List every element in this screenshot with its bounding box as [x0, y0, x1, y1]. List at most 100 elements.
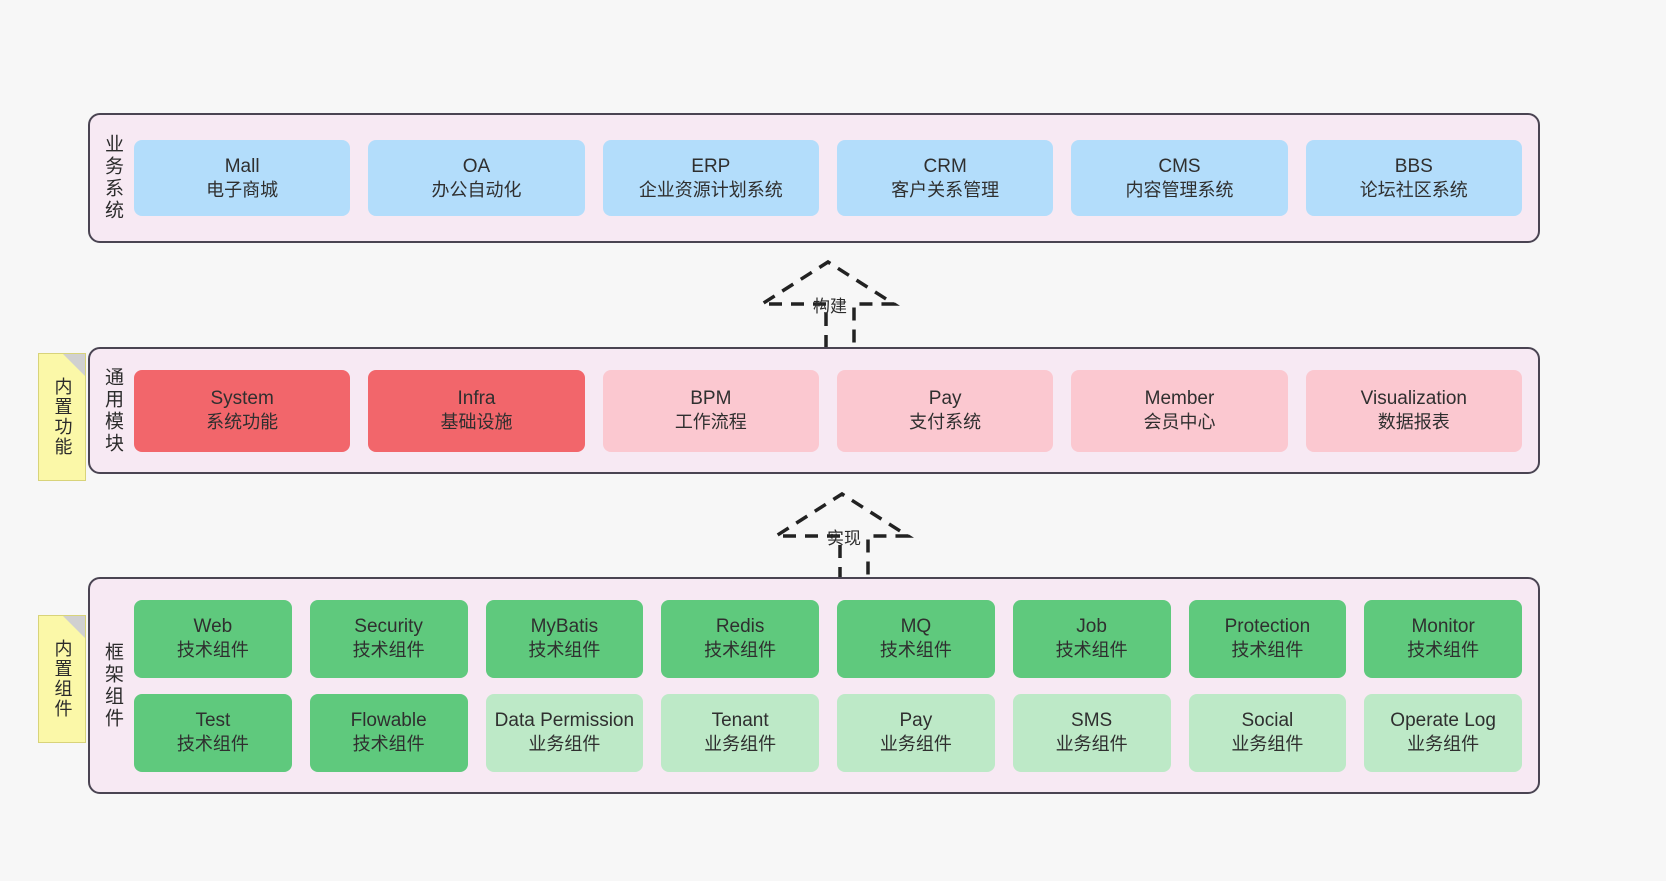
card-subtitle: 技术组件 [704, 640, 777, 661]
card-title: Mall [224, 155, 260, 177]
connector-build-label: 构建 [813, 297, 847, 316]
card-subtitle: 技术组件 [1231, 640, 1304, 661]
card-subtitle: 业务组件 [1407, 734, 1480, 755]
layer-row: System 系统功能 Infra 基础设施 BPM 工作流程 Pay 支付系统… [134, 369, 1522, 452]
card-title: CMS [1158, 155, 1201, 177]
note-builtin-components: 内置组件 [38, 615, 86, 743]
card-system[interactable]: System 系统功能 [134, 369, 351, 452]
layer-title-business: 业务系统 [101, 134, 123, 222]
layer-body-common-modules: System 系统功能 Infra 基础设施 BPM 工作流程 Pay 支付系统… [134, 349, 1538, 472]
layer-framework-components: 框架组件 Web 技术组件 Security 技术组件 MyBatis 技术组件… [88, 577, 1540, 794]
card-social[interactable]: Social 业务组件 [1188, 693, 1347, 772]
card-oa[interactable]: OA 办公自动化 [368, 140, 585, 216]
card-title: SMS [1071, 710, 1113, 732]
card-monitor[interactable]: Monitor 技术组件 [1364, 599, 1522, 678]
card-title: Pay [928, 388, 962, 410]
card-title: System [210, 388, 274, 410]
layer-title-framework: 框架组件 [101, 641, 123, 730]
card-subtitle: 技术组件 [1055, 640, 1128, 661]
note-fold-icon [63, 354, 85, 376]
card-subtitle: 技术组件 [1407, 640, 1480, 661]
card-job[interactable]: Job 技术组件 [1012, 599, 1171, 678]
card-title: Infra [457, 388, 496, 410]
note-fold-icon [63, 616, 85, 638]
card-cms[interactable]: CMS 内容管理系统 [1071, 140, 1288, 216]
card-erp[interactable]: ERP 企业资源计划系统 [602, 140, 819, 216]
card-subtitle: 办公自动化 [431, 179, 522, 200]
card-title: MyBatis [530, 616, 599, 638]
card-subtitle: 会员中心 [1143, 412, 1216, 433]
card-subtitle: 支付系统 [909, 412, 982, 433]
connector-implement-label: 实现 [827, 529, 861, 548]
card-protection[interactable]: Protection 技术组件 [1188, 599, 1347, 678]
card-infra[interactable]: Infra 基础设施 [368, 369, 585, 452]
card-data-permission[interactable]: Data Permission 业务组件 [485, 693, 644, 772]
card-mq[interactable]: MQ 技术组件 [837, 599, 995, 678]
card-web[interactable]: Web 技术组件 [134, 599, 292, 678]
card-title: Pay [899, 710, 933, 732]
card-title: Tenant [711, 710, 769, 732]
card-member[interactable]: Member 会员中心 [1071, 369, 1288, 452]
card-pay[interactable]: Pay 支付系统 [836, 369, 1054, 452]
card-bbs[interactable]: BBS 论坛社区系统 [1305, 140, 1522, 216]
card-title: BPM [690, 388, 732, 410]
card-subtitle: 技术组件 [528, 640, 601, 661]
card-title: Job [1076, 616, 1107, 638]
card-crm[interactable]: CRM 客户关系管理 [836, 140, 1054, 216]
card-subtitle: 基础设施 [440, 412, 513, 433]
card-mybatis[interactable]: MyBatis 技术组件 [485, 599, 644, 678]
card-mall[interactable]: Mall 电子商城 [134, 140, 351, 216]
card-subtitle: 技术组件 [176, 640, 249, 661]
card-subtitle: 技术组件 [352, 734, 425, 755]
card-pay-business[interactable]: Pay 业务组件 [837, 693, 995, 772]
note-label: 内置功能 [52, 377, 73, 457]
card-title: ERP [691, 155, 731, 177]
layer-row: Mall 电子商城 OA 办公自动化 ERP 企业资源计划系统 CRM 客户关系… [134, 140, 1522, 216]
card-sms[interactable]: SMS 业务组件 [1012, 693, 1171, 772]
card-subtitle: 业务组件 [704, 734, 777, 755]
card-test[interactable]: Test 技术组件 [134, 693, 292, 772]
layer-body-business: Mall 电子商城 OA 办公自动化 ERP 企业资源计划系统 CRM 客户关系… [134, 115, 1538, 241]
card-title: Security [354, 616, 423, 638]
card-title: Visualization [1360, 388, 1467, 410]
card-subtitle: 电子商城 [206, 179, 279, 200]
card-visualization[interactable]: Visualization 数据报表 [1305, 369, 1522, 452]
card-subtitle: 技术组件 [879, 640, 952, 661]
card-bpm[interactable]: BPM 工作流程 [602, 369, 819, 452]
card-subtitle: 数据报表 [1377, 412, 1450, 433]
card-title: Protection [1224, 616, 1311, 638]
card-title: Social [1241, 710, 1294, 732]
card-subtitle: 技术组件 [176, 734, 249, 755]
connector-build-arrow [755, 259, 901, 348]
card-title: Flowable [350, 710, 427, 732]
layer-body-framework: Web 技术组件 Security 技术组件 MyBatis 技术组件 Redi… [134, 579, 1538, 792]
layer-title-common-modules: 通用模块 [101, 366, 123, 455]
card-subtitle: 论坛社区系统 [1359, 179, 1468, 200]
card-subtitle: 业务组件 [1231, 734, 1304, 755]
card-title: BBS [1394, 155, 1433, 177]
card-tenant[interactable]: Tenant 业务组件 [661, 693, 819, 772]
card-subtitle: 系统功能 [206, 412, 279, 433]
card-title: Data Permission [494, 710, 635, 732]
layer-row: Test 技术组件 Flowable 技术组件 Data Permission … [134, 693, 1522, 772]
card-title: OA [462, 155, 491, 177]
card-title: Monitor [1411, 616, 1475, 638]
card-operate-log[interactable]: Operate Log 业务组件 [1364, 693, 1522, 772]
card-subtitle: 业务组件 [879, 734, 952, 755]
card-title: Test [195, 710, 231, 732]
connector-implement-arrow [769, 491, 915, 580]
card-subtitle: 业务组件 [528, 734, 601, 755]
card-subtitle: 企业资源计划系统 [638, 179, 783, 200]
note-label: 内置组件 [52, 639, 73, 719]
card-redis[interactable]: Redis 技术组件 [661, 599, 819, 678]
note-builtin-functions: 内置功能 [38, 353, 86, 481]
card-subtitle: 工作流程 [674, 412, 747, 433]
card-subtitle: 业务组件 [1055, 734, 1128, 755]
card-flowable[interactable]: Flowable 技术组件 [309, 693, 468, 772]
card-subtitle: 技术组件 [352, 640, 425, 661]
card-security[interactable]: Security 技术组件 [309, 599, 468, 678]
card-title: Redis [715, 616, 765, 638]
card-title: MQ [900, 616, 932, 638]
card-title: CRM [923, 155, 967, 177]
